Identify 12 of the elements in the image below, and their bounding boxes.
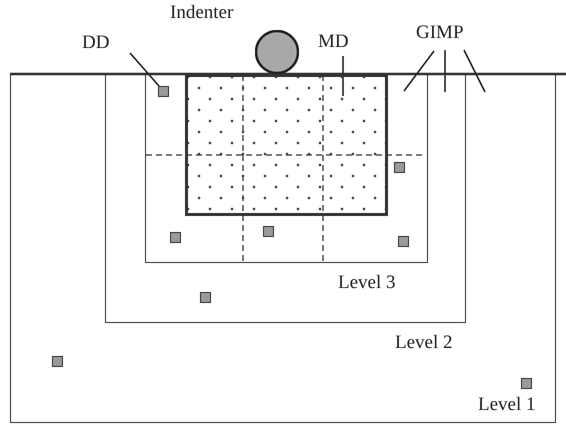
leader-line (403, 50, 435, 92)
callout-label: MD (318, 31, 349, 52)
callout-label: DD (82, 32, 110, 53)
callout-label: GIMP (416, 22, 464, 43)
leader-line (444, 50, 446, 92)
level-label: Level 1 (478, 395, 536, 415)
leader-line (129, 52, 160, 87)
indenter-label: Indenter (170, 3, 234, 23)
leader-line (463, 50, 486, 92)
level-label: Level 2 (395, 333, 453, 353)
leader-line (342, 56, 344, 96)
level-label: Level 3 (338, 273, 396, 293)
